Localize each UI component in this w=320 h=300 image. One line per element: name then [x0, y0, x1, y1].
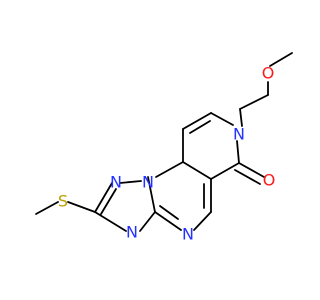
- bond-n3-c3a: [139, 211, 156, 232]
- nitrogen-ring-amide-label: N: [233, 125, 245, 144]
- oxygen-carbonyl-label: O: [263, 171, 276, 190]
- bond-n8-c7: [236, 140, 240, 164]
- bond-c3a-n4-double: [159, 205, 179, 220]
- nitrogen-pyrimidine-label: N: [182, 225, 194, 244]
- bond-n8-ch2a: [239, 108, 243, 127]
- molecule-svg: O O N N N N N S: [35, 52, 293, 244]
- atom-labels-layer: O O N N N N N S: [58, 64, 275, 244]
- bond-c7-o: [238, 162, 265, 178]
- bond-ch2a-ch2b: [239, 94, 269, 110]
- nitrogen-triazole-3-label: N: [126, 223, 138, 242]
- bond-c9-n8: [210, 112, 234, 126]
- bond-c10-c9: [182, 112, 212, 130]
- bond-c2-n1-double: [100, 188, 117, 215]
- bond-c7-c6: [210, 162, 240, 180]
- sulfur-thioether-label: S: [58, 192, 68, 211]
- bond-n4-c5: [193, 211, 212, 231]
- bond-c10a-n9: [155, 161, 184, 178]
- bond-o-ch3: [269, 52, 293, 67]
- bond-c7-o-double: [234, 169, 261, 185]
- bond-c2-n3: [94, 211, 127, 232]
- bond-c3a-n4: [154, 211, 182, 231]
- bonds-layer: [35, 52, 293, 232]
- bond-c6-c10a: [182, 161, 212, 180]
- bond-s-c2: [67, 201, 96, 213]
- nitrogen-triazole-1-label: N: [110, 173, 122, 192]
- chemical-structure: O O N N N N N S: [35, 52, 293, 244]
- nitrogen-triazole-2-label: N: [142, 173, 154, 192]
- bond-c3a-n9: [147, 176, 156, 213]
- bond-c10-c9-double: [189, 120, 211, 134]
- bond-ch3-s: [35, 201, 59, 215]
- bond-n1-n9: [119, 180, 142, 184]
- oxygen-ether-label: O: [262, 64, 275, 83]
- bond-c2-n1: [94, 182, 113, 213]
